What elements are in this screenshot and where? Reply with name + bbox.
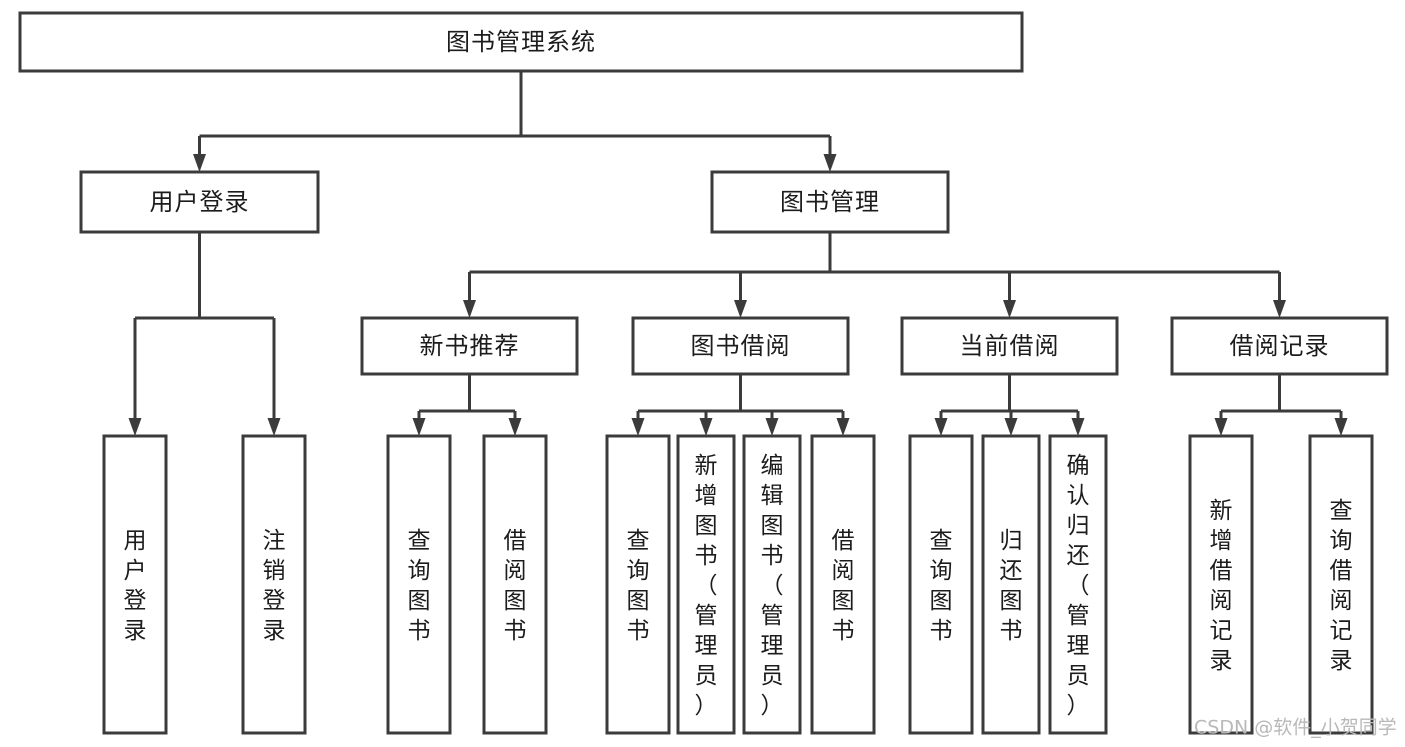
arrow-head-leaf-add-borrow-record xyxy=(1214,418,1228,436)
arrow-head-leaf-borrow-book xyxy=(836,418,850,436)
node-box-leaf-user-logout xyxy=(241,434,307,735)
arrow-head-user-login xyxy=(193,154,206,172)
arrow-head-book-borrow xyxy=(734,300,747,318)
node-user-login[interactable]: 用户登录 xyxy=(79,170,320,234)
node-leaf-query-book-new[interactable]: 查询图书 xyxy=(386,434,452,735)
node-leaf-confirm-return-admin[interactable]: 确认归还（管理员） xyxy=(1048,434,1108,735)
node-leaf-edit-book-admin[interactable]: 编辑图书（管理员） xyxy=(742,434,802,735)
node-box-leaf-user-login xyxy=(102,434,168,735)
node-leaf-user-logout[interactable]: 注销登录 xyxy=(241,434,307,735)
node-label-book-borrow: 图书借阅 xyxy=(691,332,791,360)
node-label-leaf-query-book-borrow: 查询图书 xyxy=(627,528,650,644)
node-box-leaf-borrow-book-new xyxy=(482,434,548,735)
arrow-head-book-manage xyxy=(823,154,837,172)
node-label-leaf-add-borrow-record: 新增借阅记录 xyxy=(1210,498,1233,674)
node-box-leaf-query-book-new xyxy=(386,434,452,735)
node-layer: 图书管理系统用户登录图书管理新书推荐图书借阅当前借阅借阅记录用户登录注销登录查询… xyxy=(18,11,1389,735)
node-leaf-query-book-current[interactable]: 查询图书 xyxy=(908,434,974,735)
node-label-leaf-user-login: 用户登录 xyxy=(124,528,147,644)
node-label-leaf-borrow-book: 借阅图书 xyxy=(832,528,855,644)
arrow-head-current-borrow xyxy=(1003,300,1016,318)
node-label-new-book-recommend: 新书推荐 xyxy=(420,332,520,360)
arrow-head-leaf-query-borrow-record xyxy=(1334,418,1348,436)
arrow-head-leaf-user-logout xyxy=(267,418,281,436)
node-label-leaf-query-borrow-record: 查询借阅记录 xyxy=(1330,498,1353,674)
node-label-leaf-return-book: 归还图书 xyxy=(1000,528,1023,644)
node-box-leaf-confirm-return-admin xyxy=(1048,434,1108,735)
node-root[interactable]: 图书管理系统 xyxy=(18,11,1024,73)
node-label-user-login: 用户登录 xyxy=(150,188,250,216)
arrow-head-leaf-query-book-new xyxy=(412,418,426,436)
arrow-head-borrow-record xyxy=(1273,300,1286,318)
node-leaf-add-book-admin[interactable]: 新增图书（管理员） xyxy=(676,434,736,735)
node-box-leaf-add-book-admin xyxy=(676,434,736,735)
node-box-user-login xyxy=(79,170,320,234)
watermark-layer: CSDN @软件_小贺同学 xyxy=(1194,717,1397,739)
node-leaf-borrow-book-new[interactable]: 借阅图书 xyxy=(482,434,548,735)
node-box-book-borrow xyxy=(631,316,850,376)
node-label-leaf-add-book-admin: 新增图书（管理员） xyxy=(695,453,718,719)
node-book-borrow[interactable]: 图书借阅 xyxy=(631,316,850,376)
node-leaf-user-login[interactable]: 用户登录 xyxy=(102,434,168,735)
arrow-head-leaf-add-book-admin xyxy=(699,418,713,436)
node-borrow-record[interactable]: 借阅记录 xyxy=(1170,316,1389,376)
node-box-leaf-query-borrow-record xyxy=(1308,434,1374,735)
node-label-leaf-edit-book-admin: 编辑图书（管理员） xyxy=(761,453,784,719)
node-leaf-add-borrow-record[interactable]: 新增借阅记录 xyxy=(1188,434,1254,735)
arrow-head-leaf-query-book-borrow xyxy=(631,418,645,436)
node-box-root xyxy=(18,11,1024,73)
node-box-book-manage xyxy=(710,170,950,234)
arrow-head-leaf-borrow-book-new xyxy=(508,418,522,436)
node-box-leaf-add-borrow-record xyxy=(1188,434,1254,735)
arrow-head-leaf-return-book xyxy=(1004,418,1018,436)
node-label-borrow-record: 借阅记录 xyxy=(1230,332,1330,360)
node-label-leaf-confirm-return-admin: 确认归还（管理员） xyxy=(1067,453,1090,719)
node-box-borrow-record xyxy=(1170,316,1389,376)
node-label-book-manage: 图书管理 xyxy=(780,188,880,216)
node-book-manage[interactable]: 图书管理 xyxy=(710,170,950,234)
arrow-head-new-book-recommend xyxy=(463,300,476,318)
connector-layer xyxy=(128,71,1348,436)
arrow-head-leaf-confirm-return-admin xyxy=(1071,418,1085,436)
node-box-leaf-edit-book-admin xyxy=(742,434,802,735)
node-box-leaf-return-book xyxy=(981,434,1041,735)
node-box-leaf-borrow-book xyxy=(810,434,876,735)
node-leaf-return-book[interactable]: 归还图书 xyxy=(981,434,1041,735)
node-box-current-borrow xyxy=(900,316,1119,376)
node-label-leaf-query-book-current: 查询图书 xyxy=(930,528,953,644)
node-new-book-recommend[interactable]: 新书推荐 xyxy=(360,316,579,376)
node-label-root: 图书管理系统 xyxy=(446,28,596,56)
node-label-leaf-query-book-new: 查询图书 xyxy=(408,528,431,644)
node-current-borrow[interactable]: 当前借阅 xyxy=(900,316,1119,376)
arrow-head-leaf-edit-book-admin xyxy=(765,418,779,436)
node-leaf-borrow-book[interactable]: 借阅图书 xyxy=(810,434,876,735)
node-leaf-query-borrow-record[interactable]: 查询借阅记录 xyxy=(1308,434,1374,735)
node-box-leaf-query-book-borrow xyxy=(605,434,671,735)
node-label-current-borrow: 当前借阅 xyxy=(960,332,1060,360)
node-box-new-book-recommend xyxy=(360,316,579,376)
node-leaf-query-book-borrow[interactable]: 查询图书 xyxy=(605,434,671,735)
csdn-watermark: CSDN @软件_小贺同学 xyxy=(1194,717,1397,739)
arrow-head-leaf-user-login xyxy=(128,418,142,436)
arrow-head-leaf-query-book-current xyxy=(934,418,948,436)
node-label-leaf-borrow-book-new: 借阅图书 xyxy=(504,528,527,644)
node-label-leaf-user-logout: 注销登录 xyxy=(263,528,286,644)
node-box-leaf-query-book-current xyxy=(908,434,974,735)
